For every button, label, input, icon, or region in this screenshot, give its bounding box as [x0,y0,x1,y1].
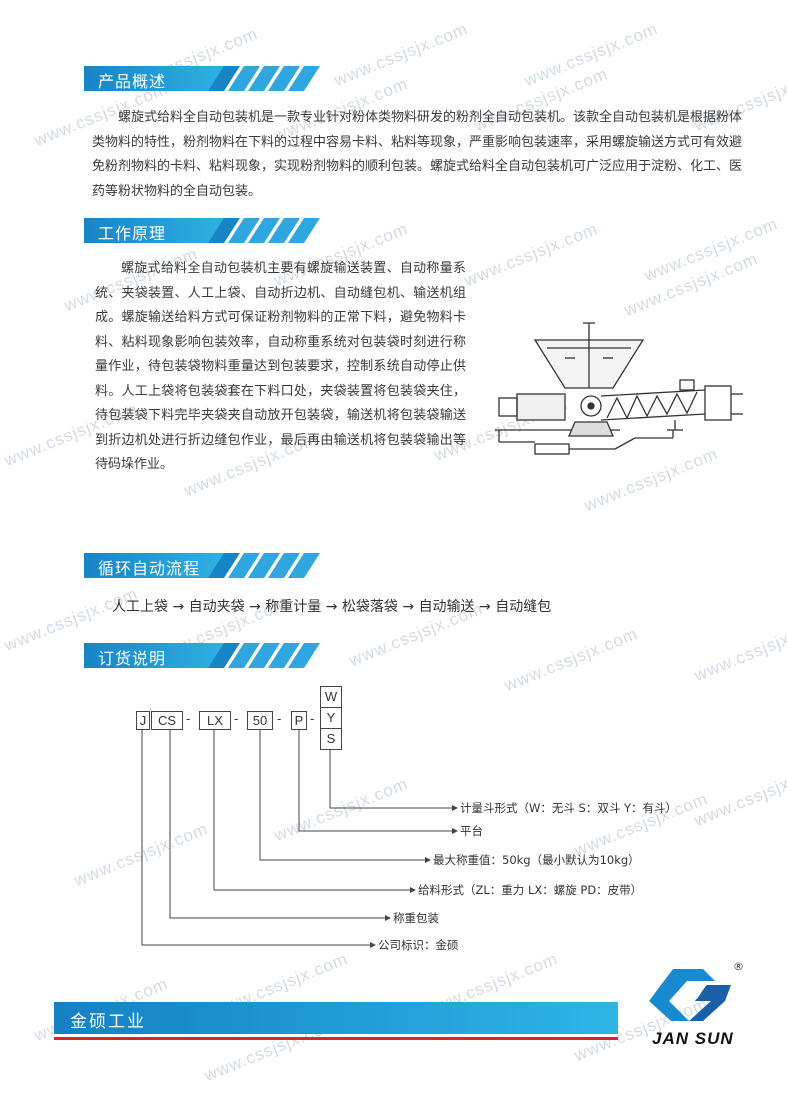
watermark: www.cssjsjx.com [691,614,787,686]
code-j: J [136,711,150,730]
section-header-order: 订货说明 [84,643,354,668]
code-option-w: W [320,686,342,708]
section-title: 工作原理 [98,224,167,243]
footer-red-line [54,1037,618,1040]
footer-bar [54,1002,618,1034]
legend-platform: 平台 [460,824,483,838]
arrow-icon: → [325,599,338,615]
code-dash: - [277,711,282,726]
section-title: 产品概述 [98,72,167,91]
flow-step: 自动输送 [418,599,475,615]
flow-step: 松袋落袋 [341,599,398,615]
code-option-s: S [320,728,342,750]
watermark: www.cssjsjx.com [71,819,211,891]
code-p: P [291,711,307,730]
overview-paragraph: 螺旋式给料全自动包装机是一款专业针对粉体类物料研发的粉剂全自动包装机。该款全自动… [92,110,743,199]
legend-feed-type: 给料形式（ZL：重力 LX：螺旋 PD：皮带） [418,883,643,897]
legend-weighing: 称重包装 [393,911,439,925]
section-header-flow: 循环自动流程 [84,553,354,578]
code-dash: - [310,711,315,726]
footer-company-name: 金硕工业 [70,1012,146,1032]
flow-step: 自动夹袋 [188,599,245,615]
stripes-decoration [208,643,320,668]
watermark: www.cssjsjx.com [461,219,601,291]
legend-hopper-type: 计量斗形式（W：无斗 S：双斗 Y：有斗） [460,801,678,815]
watermark: www.cssjsjx.com [271,774,411,846]
code-dash: - [186,711,191,726]
stripes-decoration [208,66,320,91]
flow-step: 称重计量 [265,599,322,615]
code-num: 50 [247,711,273,730]
stripes-decoration [208,218,320,243]
screw-feeder-diagram [495,322,743,455]
code-lx: LX [199,711,231,730]
section-header-overview: 产品概述 [84,66,354,91]
flow-step: 人工上袋 [112,599,168,615]
logo-text: JAN SUN [652,1029,734,1048]
code-cs: CS [151,711,183,730]
code-option-y: Y [320,707,342,729]
legend-company-mark: 公司标识：金硕 [378,938,459,952]
section-header-principle: 工作原理 [84,218,354,243]
arrow-icon: → [249,599,261,615]
process-flow: 人工上袋 → 自动夹袋 → 称重计量 → 松袋落袋 → 自动输送 → 自动缝包 [112,596,551,616]
watermark: www.cssjsjx.com [501,624,641,696]
arrow-icon: → [172,599,185,615]
legend-max-weight: 最大称重值：50kg（最小默认为10kg） [433,853,640,867]
code-dash: - [234,711,239,726]
stripes-decoration [208,553,320,578]
section-title: 循环自动流程 [98,559,201,578]
section-title: 订货说明 [98,649,167,668]
registered-mark: ® [733,960,744,973]
principle-paragraph: 螺旋式给料全自动包装机主要有螺旋输送装置、自动称量系统、夹袋装置、人工上袋、自动… [95,261,466,472]
arrow-icon: → [402,599,415,615]
arrow-icon: → [479,599,491,615]
jansun-logo [649,969,731,1021]
flow-step: 自动缝包 [495,599,552,615]
